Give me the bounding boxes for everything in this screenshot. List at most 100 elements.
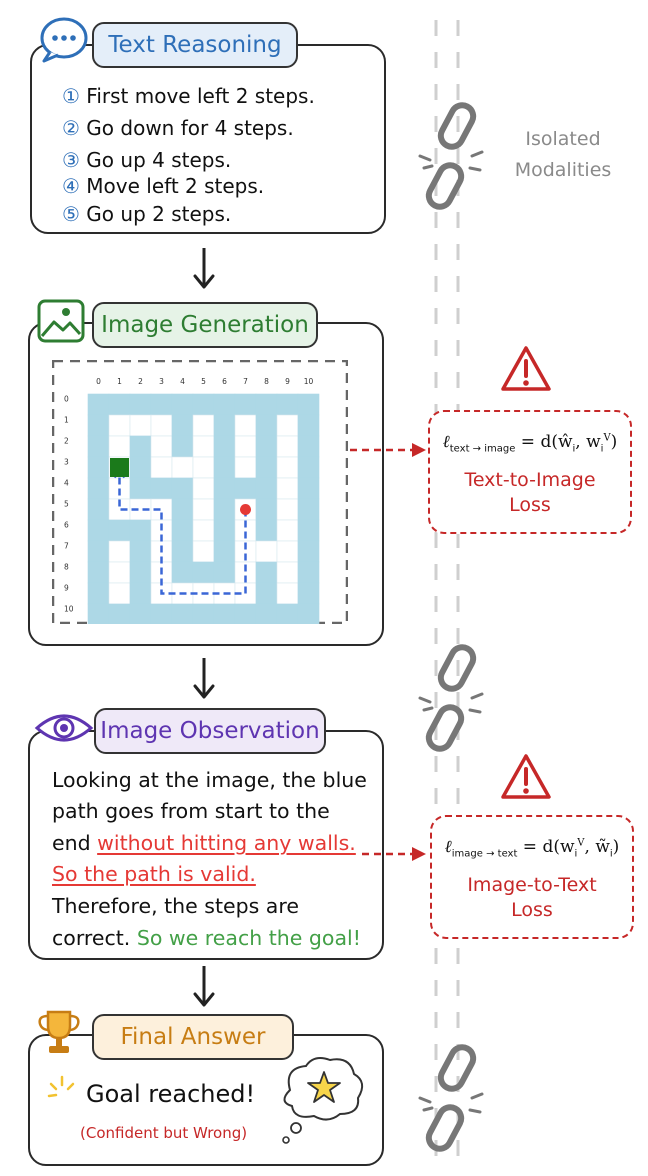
maze-wall-cell: [87, 498, 110, 521]
maze-row-label: 7: [64, 542, 69, 551]
text-to-image-loss-box: ℓtext → image = d(ŵi, wiV) Text-to-Image…: [428, 410, 632, 534]
maze-wall-cell: [87, 519, 110, 542]
maze-wall-cell: [171, 477, 194, 500]
maze-open-cell: [108, 414, 131, 437]
maze-row-label: 5: [64, 500, 69, 509]
maze-wall-cell: [171, 414, 194, 437]
text-reasoning-title: Text Reasoning: [92, 22, 298, 68]
maze-open-cell: [255, 540, 278, 563]
maze-wall-cell: [213, 435, 236, 458]
maze-wall-cell: [255, 477, 278, 500]
maze-col-label: 1: [117, 377, 122, 386]
maze-wall-cell: [171, 540, 194, 563]
broken-chain-icon: [418, 102, 484, 210]
maze-wall-cell: [192, 561, 215, 584]
down-arrow-icon: [193, 966, 215, 1007]
maze-wall-cell: [255, 519, 278, 542]
maze-wall-cell: [87, 561, 110, 584]
maze-wall-cell: [129, 582, 152, 605]
maze-row-label: 10: [64, 605, 74, 614]
observation-line-1: Looking at the image, the blue: [52, 768, 367, 792]
text-to-image-formula: ℓtext → image = d(ŵi, wiV): [442, 432, 618, 455]
text-to-image-connector: [350, 443, 426, 457]
observation-line-4: So the path is valid.: [52, 862, 256, 886]
maze-col-label: 2: [138, 377, 143, 386]
maze-open-cell: [192, 414, 215, 437]
maze-wall-cell: [297, 456, 320, 479]
maze-wall-cell: [213, 540, 236, 563]
warning-icon: [501, 754, 551, 799]
maze-open-cell: [234, 456, 257, 479]
maze-wall-cell: [150, 603, 173, 624]
maze-wall-cell: [297, 561, 320, 584]
trophy-icon: [38, 1010, 80, 1053]
maze-wall-cell: [213, 456, 236, 479]
maze-wall-cell: [255, 393, 278, 416]
maze-open-cell: [192, 435, 215, 458]
maze-wall-cell: [150, 393, 173, 416]
maze-open-cell: [276, 561, 299, 584]
maze-wall-cell: [171, 561, 194, 584]
maze-open-cell: [108, 540, 131, 563]
image-observation-panel: [28, 730, 384, 960]
down-arrow-icon: [193, 248, 215, 289]
maze-wall-cell: [234, 603, 257, 624]
maze-wall-cell: [213, 414, 236, 437]
maze-wall-cell: [87, 393, 110, 416]
image-to-text-loss-box: ℓimage → text = d(wiV, w̃i) Image-to-Tex…: [430, 815, 634, 939]
maze-wall-cell: [297, 414, 320, 437]
image-icon: [37, 299, 85, 343]
maze-open-cell: [108, 435, 131, 458]
maze-wall-cell: [255, 456, 278, 479]
maze-wall-cell: [192, 393, 215, 416]
maze-wall-cell: [87, 414, 110, 437]
maze-wall-cell: [213, 519, 236, 542]
observation-line-6: correct. So we reach the goal!: [52, 926, 361, 950]
final-answer-title: Final Answer: [92, 1014, 294, 1060]
maze-wall-cell: [171, 435, 194, 458]
maze-wall-cell: [213, 498, 236, 521]
maze-col-label: 9: [285, 377, 290, 386]
maze-wall-cell: [129, 561, 152, 584]
maze-wall-cell: [213, 561, 236, 584]
maze-wall-cell: [297, 540, 320, 563]
maze-row-label: 1: [64, 416, 69, 425]
maze-open-cell: [234, 414, 257, 437]
observation-line-2: path goes from start to the: [52, 799, 330, 823]
maze-open-cell: [276, 582, 299, 605]
maze-wall-cell: [297, 435, 320, 458]
maze-open-cell: [276, 540, 299, 563]
sparkle-icon: [47, 1075, 75, 1098]
broken-chain-icon: [418, 1044, 484, 1152]
maze-col-label: 8: [264, 377, 269, 386]
maze-open-cell: [150, 435, 173, 458]
maze-open-cell: [150, 414, 173, 437]
maze-wall-cell: [297, 582, 320, 605]
image-to-text-formula: ℓimage → text = d(wiV, w̃i): [444, 837, 620, 860]
maze-wall-cell: [129, 435, 152, 458]
maze-wall-cell: [276, 603, 299, 624]
maze-row-label: 2: [64, 437, 69, 446]
maze-wall-cell: [150, 477, 173, 500]
text-reasoning-panel: [30, 44, 386, 234]
isolated-modalities-label: Isolated Modalities: [514, 128, 612, 181]
maze-wall-cell: [255, 414, 278, 437]
maze-open-cell: [129, 414, 152, 437]
maze-row-label: 3: [64, 458, 69, 467]
maze-wall-cell: [108, 393, 131, 416]
maze-wall-cell: [234, 393, 257, 416]
maze-wall-cell: [129, 519, 152, 542]
maze-wall-cell: [192, 603, 215, 624]
text-to-image-label: Text-to-Image Loss: [464, 469, 596, 516]
maze-wall-cell: [108, 603, 131, 624]
maze-open-cell: [234, 435, 257, 458]
maze-wall-cell: [297, 603, 320, 624]
observation-error-claim: without hitting any walls.: [97, 831, 356, 855]
maze-open-cell: [276, 435, 299, 458]
maze-wall-cell: [171, 498, 194, 521]
maze-col-label: 10: [304, 377, 314, 386]
maze-col-label: 5: [201, 377, 206, 386]
final-answer-text: Goal reached!: [86, 1080, 256, 1108]
observation-line-5: Therefore, the steps are: [52, 894, 299, 918]
maze-open-cell: [150, 456, 173, 479]
